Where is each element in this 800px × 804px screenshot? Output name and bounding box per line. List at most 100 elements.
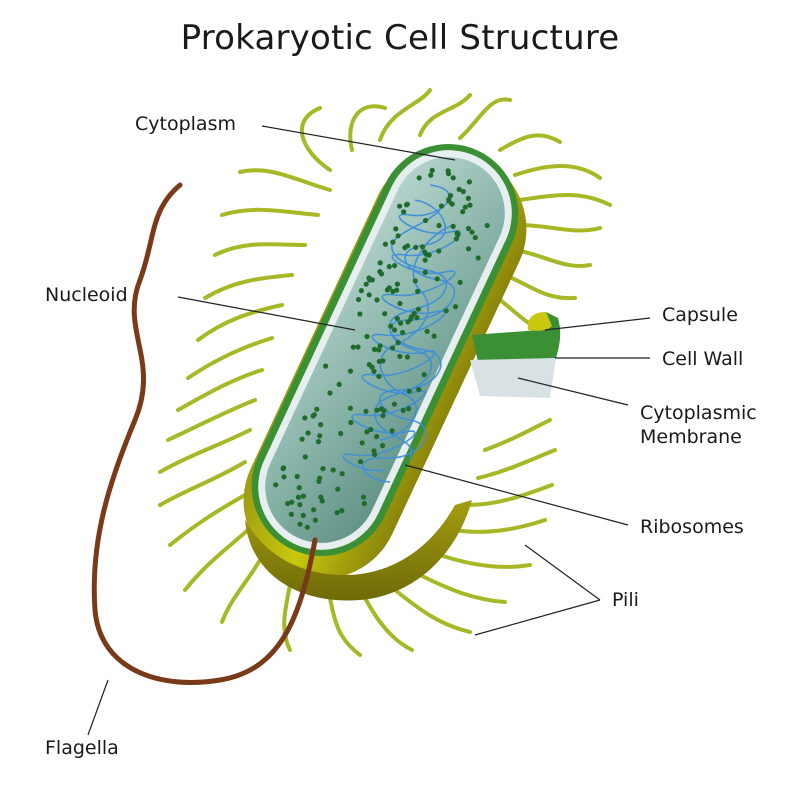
ribosome: [457, 279, 463, 285]
ribosome: [289, 499, 295, 505]
label-cytoplasmic-membrane-line2: Membrane: [640, 426, 742, 448]
ribosome: [428, 172, 434, 178]
ribosome: [356, 296, 362, 303]
ribosome: [302, 454, 308, 460]
ribosome: [302, 415, 308, 421]
cytoplasm-region: [265, 157, 505, 543]
cell-wall-cutaway: [472, 312, 561, 362]
ribosome: [357, 311, 363, 317]
ribosome: [330, 467, 336, 473]
ribosome: [315, 439, 322, 445]
ribosome: [295, 494, 302, 500]
ribosome: [371, 346, 378, 352]
ribosome: [358, 288, 364, 294]
ribosome: [338, 430, 344, 437]
pilus: [498, 133, 562, 152]
ribosome: [294, 473, 300, 480]
ribosome: [472, 235, 478, 241]
ribosome: [336, 381, 342, 387]
pilus: [513, 164, 602, 180]
diagram-title: Prokaryotic Cell Structure: [180, 18, 620, 58]
ribosome: [386, 264, 392, 270]
capsule-cutaway: [527, 312, 552, 331]
pilus: [176, 368, 264, 412]
ribosome: [452, 304, 459, 310]
ribosome: [397, 300, 403, 307]
ribosome: [454, 230, 460, 236]
ribosome: [447, 192, 454, 199]
pilus: [516, 223, 602, 233]
leader-cytoplasmic-membrane: [517, 377, 629, 406]
ribosome: [318, 494, 324, 500]
ribosome: [465, 195, 471, 201]
leader-cytoplasm: [261, 125, 456, 161]
ribosome: [317, 433, 323, 439]
ribosome: [281, 474, 287, 480]
ribosome: [372, 452, 378, 458]
ribosome: [456, 186, 462, 192]
pilus: [183, 528, 250, 592]
leader-pili-2: [474, 599, 601, 636]
pilus: [458, 97, 512, 140]
ribosome: [300, 493, 306, 499]
ribosome: [406, 406, 412, 412]
ribosome: [388, 323, 394, 329]
pilus: [483, 418, 552, 452]
leader-ribosomes: [404, 464, 629, 526]
ribosome: [320, 466, 326, 472]
label-cytoplasmic-membrane: Cytoplasmic Membrane: [640, 401, 757, 449]
pilus: [158, 460, 247, 507]
ribosome: [401, 209, 407, 215]
ribosome: [374, 434, 380, 440]
pilus: [213, 242, 307, 257]
ribosome: [445, 171, 452, 177]
ribosome: [391, 327, 398, 333]
ribosome: [475, 255, 481, 261]
ribosome: [369, 364, 375, 370]
label-cytoplasmic-membrane-line1: Cytoplasmic: [640, 402, 757, 424]
ribosome: [391, 401, 397, 407]
ribosome: [335, 486, 341, 492]
pilus: [196, 303, 284, 342]
ribosome: [280, 466, 286, 472]
ribosome: [369, 277, 375, 283]
ribosome: [429, 167, 435, 173]
ribosomes: [273, 167, 490, 530]
pilus: [378, 88, 432, 142]
leader-pili-1: [524, 544, 601, 601]
pilus: [513, 248, 592, 268]
ribosome: [408, 314, 415, 320]
ribosome: [366, 292, 372, 298]
ribosome: [394, 281, 400, 287]
label-flagella: Flagella: [45, 737, 119, 759]
ribosome: [376, 358, 382, 365]
label-pili: Pili: [612, 589, 639, 611]
label-cytoplasm: Cytoplasm: [135, 113, 236, 135]
ribosome: [449, 201, 455, 207]
ribosome: [355, 344, 361, 350]
ribosome: [273, 482, 279, 488]
ribosome: [380, 413, 386, 419]
ribosome: [363, 408, 369, 414]
ribosome: [450, 223, 456, 229]
capsule-base: [245, 500, 472, 601]
ribosome: [466, 246, 472, 252]
ribosome: [318, 422, 324, 428]
ribosome: [438, 203, 445, 209]
pilus: [203, 273, 294, 300]
membrane-cutaway: [470, 358, 556, 398]
label-cell-wall: Cell Wall: [662, 348, 744, 370]
ribosome: [434, 276, 440, 282]
pilus: [158, 428, 252, 474]
ribosome: [466, 179, 472, 185]
pilus: [186, 336, 274, 380]
ribosome: [376, 373, 382, 379]
ribosome: [368, 426, 374, 433]
ribosome: [339, 471, 345, 477]
ribosome: [406, 388, 412, 394]
ribosome: [415, 288, 421, 294]
pilus: [438, 553, 532, 569]
ribosome: [323, 363, 329, 369]
ribosome: [436, 222, 442, 229]
